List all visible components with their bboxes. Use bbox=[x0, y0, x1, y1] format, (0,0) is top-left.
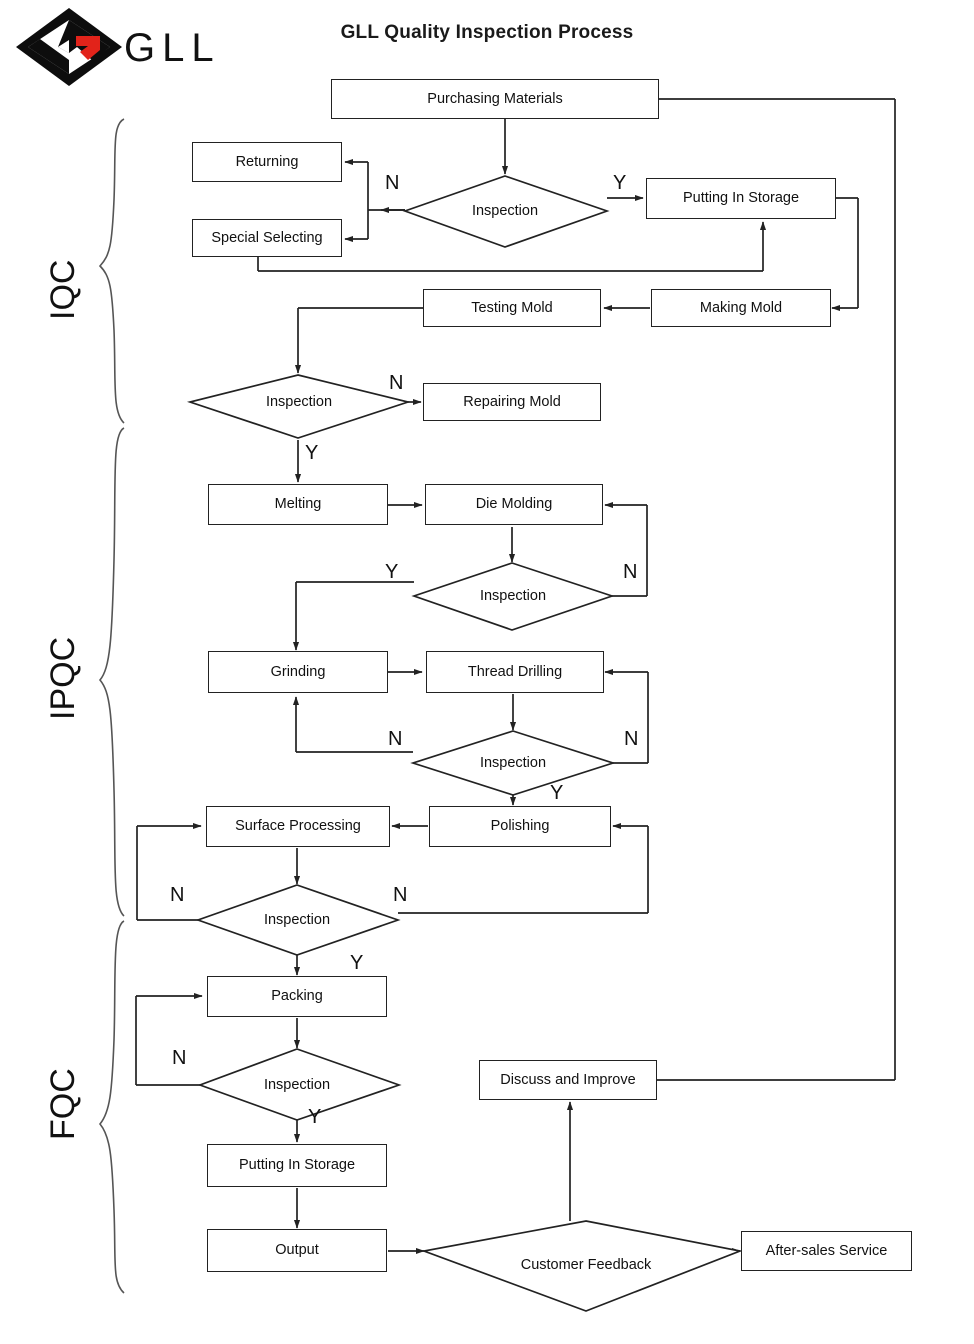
node-discuss-and-improve[interactable]: Discuss and Improve bbox=[479, 1060, 657, 1100]
node-putting-in-storage-2[interactable]: Putting In Storage bbox=[207, 1144, 387, 1187]
node-polishing[interactable]: Polishing bbox=[429, 806, 611, 847]
gll-logo: GLL bbox=[14, 6, 214, 88]
node-output[interactable]: Output bbox=[207, 1229, 387, 1272]
edge-label-n1: N bbox=[385, 172, 400, 194]
logo-wordmark: GLL bbox=[124, 26, 221, 70]
node-purchasing-materials[interactable]: Purchasing Materials bbox=[331, 79, 659, 119]
edge-label-n7: N bbox=[393, 884, 408, 906]
edge-label-n2: N bbox=[389, 372, 404, 394]
node-putting-in-storage-1[interactable]: Putting In Storage bbox=[646, 178, 836, 219]
node-die-molding[interactable]: Die Molding bbox=[425, 484, 603, 525]
phase-braces bbox=[98, 118, 125, 1294]
phase-label-fqc: FQC bbox=[44, 1068, 82, 1140]
edge-label-n5: N bbox=[624, 728, 639, 750]
edge-label-y4: Y bbox=[550, 782, 564, 804]
node-returning[interactable]: Returning bbox=[192, 142, 342, 182]
edge-label-n3: N bbox=[623, 561, 638, 583]
node-special-selecting[interactable]: Special Selecting bbox=[192, 219, 342, 257]
phase-label-iqc: IQC bbox=[44, 259, 82, 320]
phase-label-ipqc: IPQC bbox=[44, 636, 82, 720]
edge-label-n6: N bbox=[170, 884, 185, 906]
edge-label-n8: N bbox=[172, 1047, 187, 1069]
node-thread-drilling[interactable]: Thread Drilling bbox=[426, 651, 604, 693]
node-testing-mold[interactable]: Testing Mold bbox=[423, 289, 601, 327]
decision-shapes bbox=[186, 175, 744, 1312]
node-surface-processing[interactable]: Surface Processing bbox=[206, 806, 390, 847]
edge-label-y6: Y bbox=[308, 1106, 322, 1128]
gll-logo-mark bbox=[16, 8, 122, 86]
page-title: GLL Quality Inspection Process bbox=[340, 22, 634, 43]
node-after-sales-service[interactable]: After-sales Service bbox=[741, 1231, 912, 1271]
edge-label-y3: Y bbox=[385, 561, 399, 583]
edge-label-y1: Y bbox=[613, 172, 627, 194]
edge-label-y5: Y bbox=[350, 952, 364, 974]
node-melting[interactable]: Melting bbox=[208, 484, 388, 525]
node-packing[interactable]: Packing bbox=[207, 976, 387, 1017]
node-making-mold[interactable]: Making Mold bbox=[651, 289, 831, 327]
edge-label-y2: Y bbox=[305, 442, 319, 464]
node-repairing-mold[interactable]: Repairing Mold bbox=[423, 383, 601, 421]
node-grinding[interactable]: Grinding bbox=[208, 651, 388, 693]
edge-label-n4: N bbox=[388, 728, 403, 750]
